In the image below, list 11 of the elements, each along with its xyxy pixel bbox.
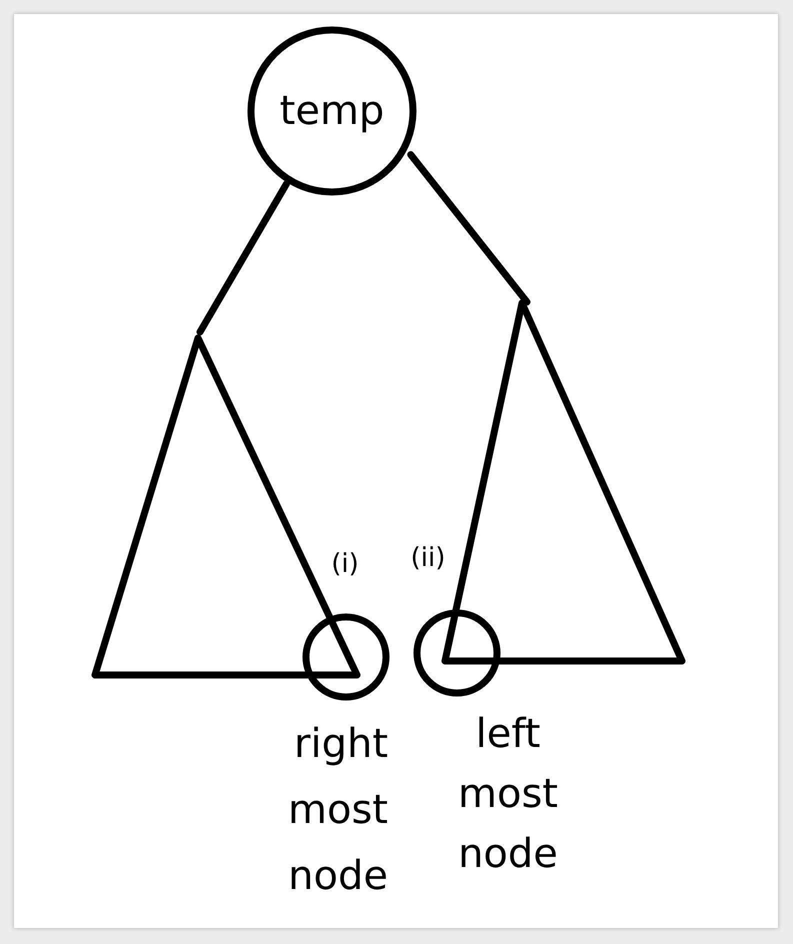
highlight-circle <box>302 613 390 701</box>
node-label: temp <box>280 89 384 133</box>
highlight-circle <box>413 609 501 697</box>
tree-edge <box>407 151 530 306</box>
node-caption: left most node <box>457 710 559 879</box>
callout-number: (i) <box>330 549 360 580</box>
tree-node-circle <box>247 26 417 196</box>
node-caption: right most node <box>287 720 388 901</box>
subtree-triangle <box>91 334 361 679</box>
callout-number: (ii) <box>410 543 446 574</box>
tree-edge <box>196 180 290 336</box>
